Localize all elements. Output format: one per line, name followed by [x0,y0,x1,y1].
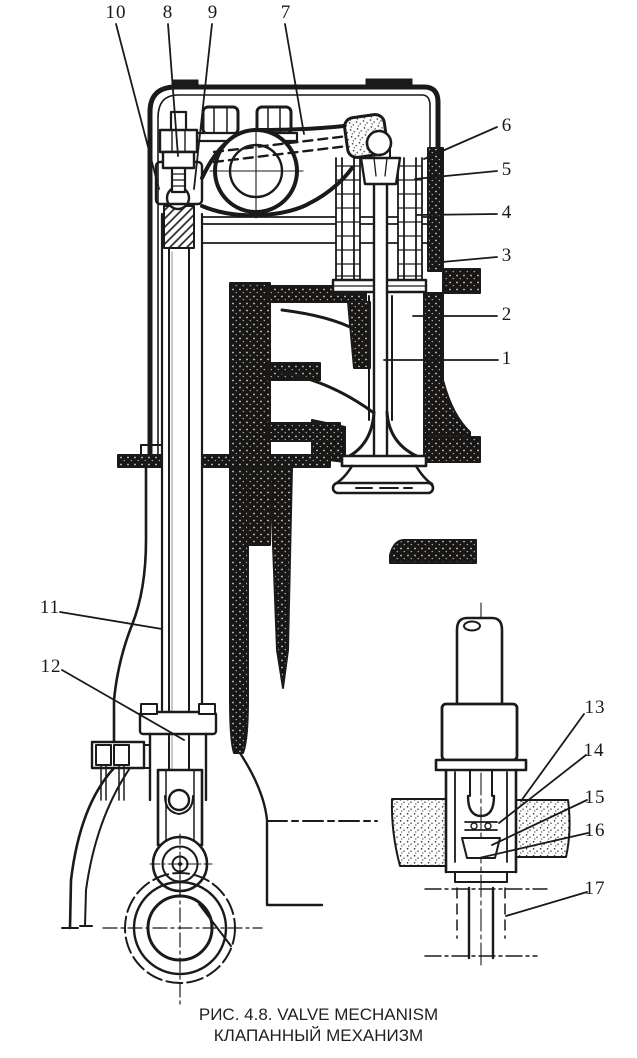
caption-title-en: РИС. 4.8. VALVE MECHANISM [198,1005,439,1024]
callout-10: 10 [105,2,127,23]
callout-17: 17 [584,878,606,899]
callout-13: 13 [584,697,606,718]
callout-11: 11 [39,597,61,618]
callout-3: 3 [501,245,513,266]
caption-title-ru: КЛАПАННЫЙ МЕХАНИЗМ [213,1026,424,1045]
callout-8: 8 [162,2,174,23]
callout-12: 12 [40,656,62,677]
callout-1: 1 [501,348,513,369]
adjusting-screw [154,110,204,206]
callout-6: 6 [501,115,513,136]
callout-7: 7 [280,2,292,23]
callout-14: 14 [583,740,605,761]
tappet-detail-view [390,602,571,966]
callout-5: 5 [501,159,513,180]
callout-16: 16 [584,820,606,841]
callout-4: 4 [501,202,513,223]
figure-caption: РИС. 4.8. VALVE MECHANISM КЛАПАННЫЙ МЕХА… [0,1004,637,1046]
leader-lines [59,23,589,917]
callout-2: 2 [501,304,513,325]
tappet-camshaft [61,740,263,1006]
rocker-arm [154,105,393,219]
callout-15: 15 [584,787,606,808]
pushrod [132,185,218,802]
valve-assembly [331,145,435,495]
callout-9: 9 [207,2,219,23]
